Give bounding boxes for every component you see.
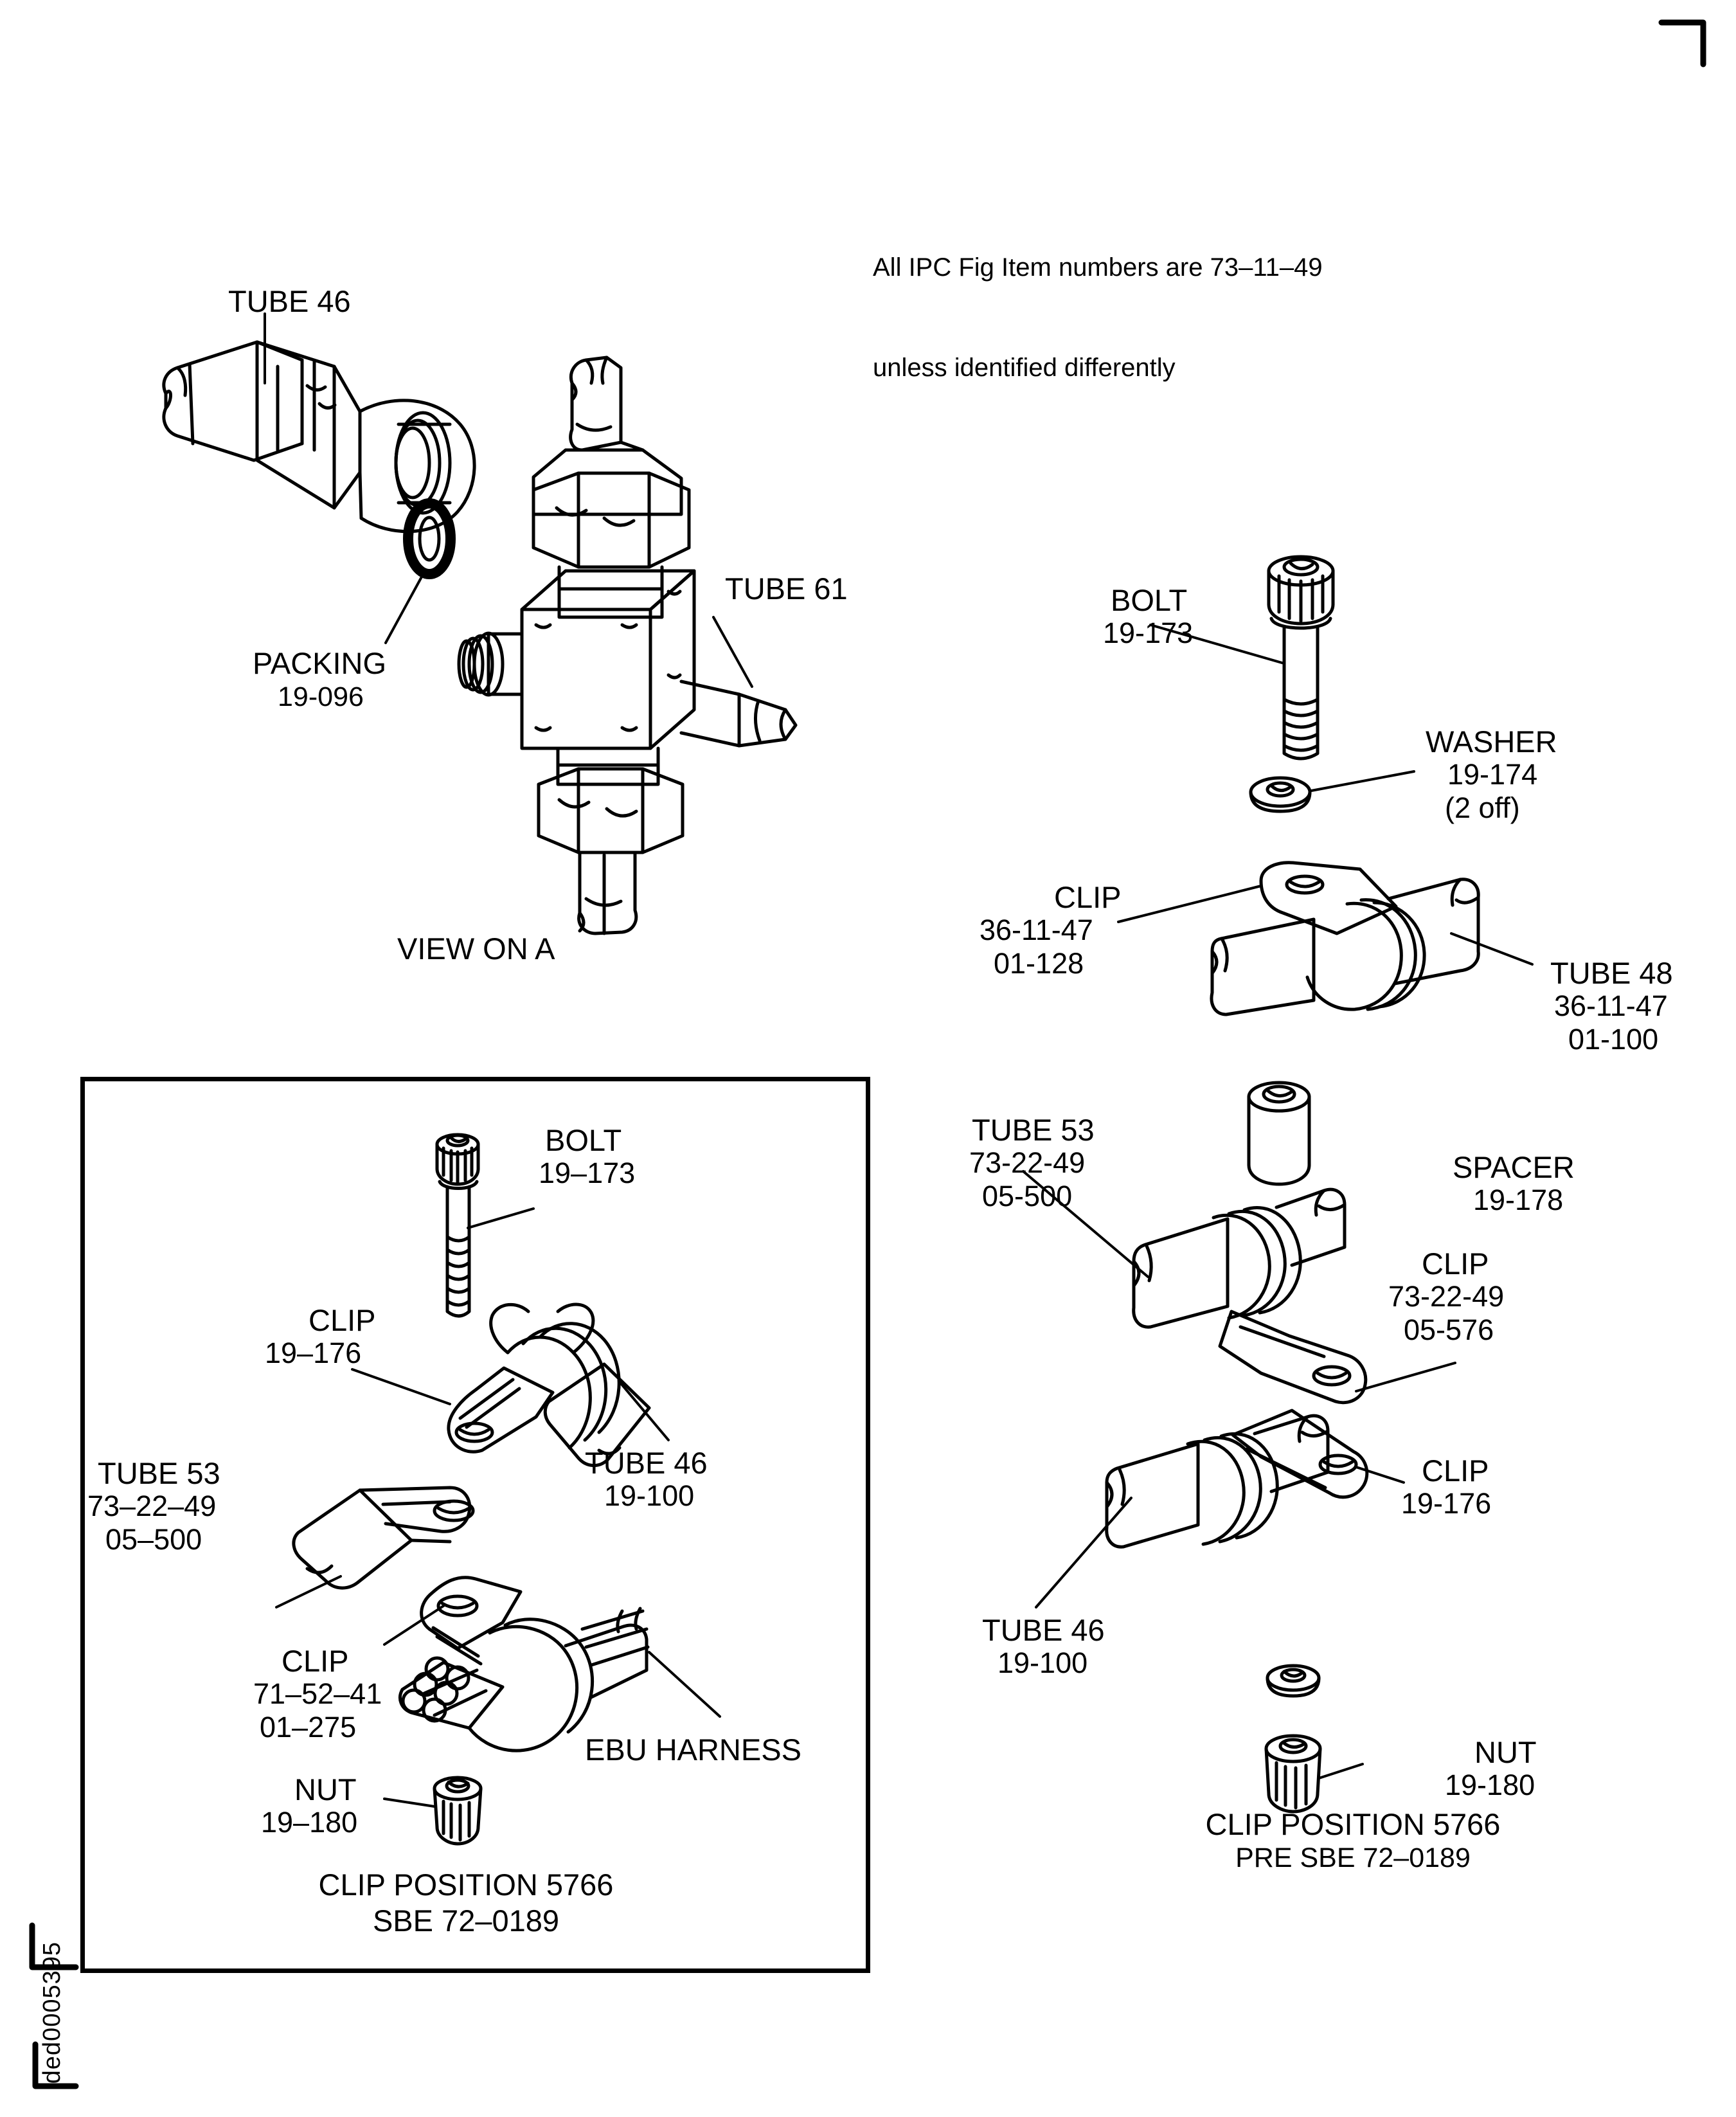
washer-small-right	[1266, 1664, 1321, 1698]
header-note-line1: All IPC Fig Item numbers are 73–11–49	[873, 253, 1323, 282]
label-tube-53-right-pn2: 05-500	[982, 1180, 1073, 1212]
label-washer-qty: (2 off)	[1445, 791, 1520, 824]
label-tube-46-right: TUBE 46	[982, 1613, 1105, 1647]
inset-label-clip-71-52-41: CLIP	[282, 1644, 349, 1678]
label-tube-46-right-pn: 19-100	[998, 1646, 1088, 1679]
inset-label-clip-19-176: CLIP	[309, 1303, 376, 1337]
label-spacer: SPACER	[1453, 1150, 1575, 1184]
label-clip-73-22-49-pn1: 73-22-49	[1388, 1280, 1505, 1313]
label-spacer-pn: 19-178	[1473, 1184, 1564, 1216]
inset-label-tube-53-pn2: 05–500	[105, 1523, 202, 1556]
header-note: All IPC Fig Item numbers are 73–11–49 un…	[873, 184, 1323, 451]
spacer-19-178	[1247, 1081, 1311, 1186]
inset-label-nut: NUT	[294, 1772, 357, 1806]
inset-tube53-clip	[275, 1486, 475, 1608]
inset-panel-border	[80, 1077, 870, 1973]
inset-nut-19-180	[383, 1776, 483, 1846]
valve-body-assembly	[457, 356, 798, 935]
label-packing: PACKING	[253, 646, 387, 680]
inset-label-tube-53: TUBE 53	[98, 1456, 220, 1490]
clip-tube48-assembly	[1117, 861, 1534, 1016]
view-on-a-leaders	[264, 312, 753, 688]
packing-o-ring	[403, 498, 456, 579]
label-nut-right: NUT	[1474, 1735, 1537, 1769]
nut-19-180-right	[1264, 1734, 1364, 1814]
inset-bolt-19-173	[435, 1133, 535, 1318]
header-note-line2: unless identified differently	[873, 354, 1176, 382]
inset-clip-tube46	[351, 1302, 670, 1467]
label-clip-36-11-47-pn1: 36-11-47	[980, 914, 1093, 946]
label-tube-53-right: TUBE 53	[972, 1113, 1095, 1147]
footer-clip-position-right: CLIP POSITION 5766	[1205, 1807, 1501, 1841]
inset-label-tube-46-pn: 19-100	[604, 1479, 695, 1512]
caption-view-on-a: VIEW ON A	[397, 932, 555, 966]
label-clip-36-11-47: CLIP	[1054, 880, 1122, 914]
inset-label-clip-71-52-41-pn2: 01–275	[260, 1711, 357, 1743]
footer-pre-sbe-right: PRE SBE 72–0189	[1235, 1842, 1471, 1873]
inset-label-clip-19-176-pn: 19–176	[265, 1337, 362, 1369]
inset-label-clip-71-52-41-pn1: 71–52–41	[253, 1677, 382, 1710]
label-bolt-right: BOLT	[1111, 583, 1188, 617]
label-tube-53-right-pn1: 73-22-49	[969, 1146, 1086, 1179]
inset-label-ebu-harness: EBU HARNESS	[585, 1733, 801, 1767]
crop-mark-bottom-left-lower	[32, 2041, 79, 2089]
crop-mark-top-right	[1658, 19, 1706, 68]
clip-tube46-assembly-right	[1035, 1409, 1405, 1608]
drawing-number: ded0005395	[39, 1941, 66, 2084]
crop-mark-bottom-left-upper	[29, 1922, 79, 1970]
inset-label-tube-46: TUBE 46	[585, 1446, 708, 1480]
inset-label-bolt-pn: 19–173	[539, 1157, 636, 1189]
label-tube-48: TUBE 48	[1550, 956, 1673, 990]
label-tube-61-view: TUBE 61	[725, 572, 848, 606]
inset-footer-clip-position: CLIP POSITION 5766	[318, 1868, 614, 1902]
clip-tube53-assembly	[1022, 1170, 1456, 1405]
bolt-19-173-right	[1149, 555, 1335, 761]
label-clip-19-176-right: CLIP	[1422, 1454, 1489, 1488]
label-nut-right-pn: 19-180	[1445, 1769, 1535, 1801]
label-washer-pn: 19-174	[1447, 758, 1538, 791]
label-clip-36-11-47-pn2: 01-128	[994, 947, 1084, 980]
inset-label-bolt: BOLT	[545, 1123, 622, 1157]
washer-19-174	[1249, 770, 1415, 813]
inset-label-tube-53-pn1: 73–22–49	[87, 1490, 217, 1522]
label-washer: WASHER	[1426, 725, 1557, 759]
inset-clip-harness	[383, 1576, 721, 1752]
label-tube-48-pn2: 01-100	[1568, 1023, 1659, 1056]
inset-footer-sbe: SBE 72–0189	[372, 1904, 560, 1938]
label-packing-pn: 19-096	[278, 681, 364, 712]
label-clip-19-176-right-pn: 19-176	[1401, 1487, 1492, 1520]
label-clip-73-22-49-pn2: 05-576	[1404, 1313, 1494, 1346]
label-tube-46-view: TUBE 46	[228, 284, 351, 318]
label-clip-73-22-49: CLIP	[1422, 1247, 1489, 1281]
label-bolt-pn-right: 19-173	[1103, 617, 1194, 649]
label-tube-48-pn1: 36-11-47	[1554, 989, 1668, 1022]
inset-label-nut-pn: 19–180	[261, 1806, 358, 1839]
